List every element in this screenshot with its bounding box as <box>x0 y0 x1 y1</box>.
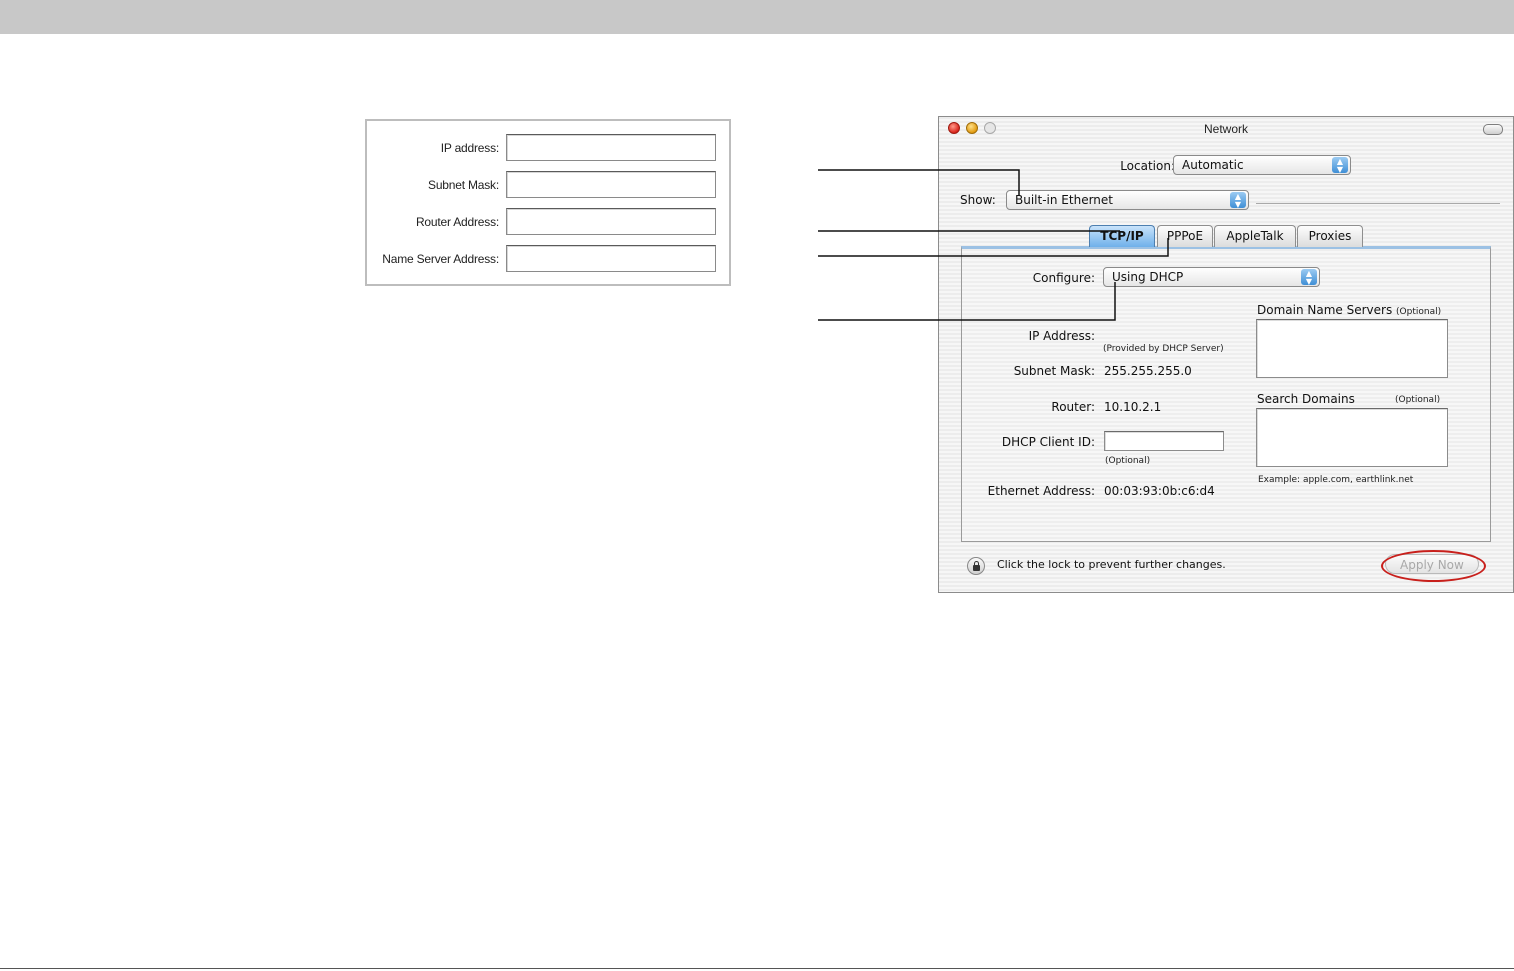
show-popup[interactable]: Built-in Ethernet ▲▼ <box>1006 190 1249 210</box>
ip-address-row: IP address: <box>367 134 729 164</box>
close-button[interactable] <box>948 122 960 134</box>
ip-address-input[interactable] <box>506 134 716 161</box>
ip-address-label-mac: IP Address: <box>1028 329 1095 343</box>
search-domains-field[interactable] <box>1256 408 1448 467</box>
router-label-mac: Router: <box>1051 400 1095 414</box>
location-value: Automatic <box>1182 158 1244 172</box>
popup-arrows-icon: ▲▼ <box>1301 269 1317 286</box>
ip-address-note: (Provided by DHCP Server) <box>1103 344 1224 354</box>
configure-popup[interactable]: Using DHCP ▲▼ <box>1103 267 1320 287</box>
dhcp-client-id-optional: (Optional) <box>1105 456 1151 466</box>
router-settings-form: IP address: Subnet Mask: Router Address:… <box>365 119 731 286</box>
tab-pppoe[interactable]: PPPoE <box>1157 225 1213 247</box>
configure-label: Configure: <box>1032 271 1095 285</box>
apply-now-highlight-ring <box>1381 550 1486 582</box>
router-address-row: Router Address: <box>367 208 729 238</box>
show-divider <box>1256 203 1500 204</box>
dns-servers-field[interactable] <box>1256 319 1448 378</box>
router-value: 10.10.2.1 <box>1104 400 1162 414</box>
tab-proxies[interactable]: Proxies <box>1297 225 1363 247</box>
show-label: Show: <box>960 193 996 207</box>
page-header-bar <box>0 0 1514 34</box>
popup-arrows-icon: ▲▼ <box>1230 192 1246 209</box>
ethernet-address-value: 00:03:93:0b:c6:d4 <box>1104 484 1215 498</box>
name-server-input[interactable] <box>506 245 716 272</box>
toolbar-toggle-button[interactable] <box>1483 124 1503 135</box>
dhcp-client-id-label: DHCP Client ID: <box>1001 435 1095 449</box>
search-domains-label: Search Domains <box>1257 392 1355 406</box>
network-window: Network Location: Automatic ▲▼ Show: Bui… <box>938 116 1514 593</box>
router-address-input[interactable] <box>506 208 716 235</box>
tab-tcpip[interactable]: TCP/IP <box>1089 225 1155 247</box>
subnet-mask-label: Subnet Mask: <box>428 178 499 192</box>
ip-address-label: IP address: <box>440 141 499 155</box>
subnet-mask-value: 255.255.255.0 <box>1104 364 1192 378</box>
tab-appletalk[interactable]: AppleTalk <box>1214 225 1296 247</box>
popup-arrows-icon: ▲▼ <box>1332 157 1348 174</box>
name-server-label: Name Server Address: <box>382 252 499 266</box>
window-title: Network <box>1203 122 1248 136</box>
dns-optional: (Optional) <box>1396 307 1442 317</box>
search-domains-optional: (Optional) <box>1395 395 1441 405</box>
router-address-label: Router Address: <box>415 215 499 229</box>
zoom-button[interactable] <box>984 122 996 134</box>
dns-label: Domain Name Servers (Optional) <box>1257 303 1441 317</box>
subnet-mask-row: Subnet Mask: <box>367 171 729 201</box>
show-value: Built-in Ethernet <box>1015 193 1113 207</box>
configure-value: Using DHCP <box>1112 270 1184 284</box>
location-popup[interactable]: Automatic ▲▼ <box>1173 155 1351 175</box>
dhcp-client-id-input[interactable] <box>1104 431 1224 451</box>
subnet-mask-input[interactable] <box>506 171 716 198</box>
name-server-row: Name Server Address: <box>367 245 729 275</box>
location-label: Location: <box>1120 159 1175 173</box>
page-footer-rule <box>0 968 1514 969</box>
minimize-button[interactable] <box>966 122 978 134</box>
lock-icon[interactable] <box>967 557 985 575</box>
ethernet-address-label: Ethernet Address: <box>987 484 1095 498</box>
window-titlebar[interactable]: Network <box>939 117 1513 139</box>
dns-label-text: Domain Name Servers <box>1257 303 1393 317</box>
search-example: Example: apple.com, earthlink.net <box>1258 475 1414 485</box>
subnet-mask-label-mac: Subnet Mask: <box>1013 364 1095 378</box>
lock-message: Click the lock to prevent further change… <box>997 558 1226 571</box>
